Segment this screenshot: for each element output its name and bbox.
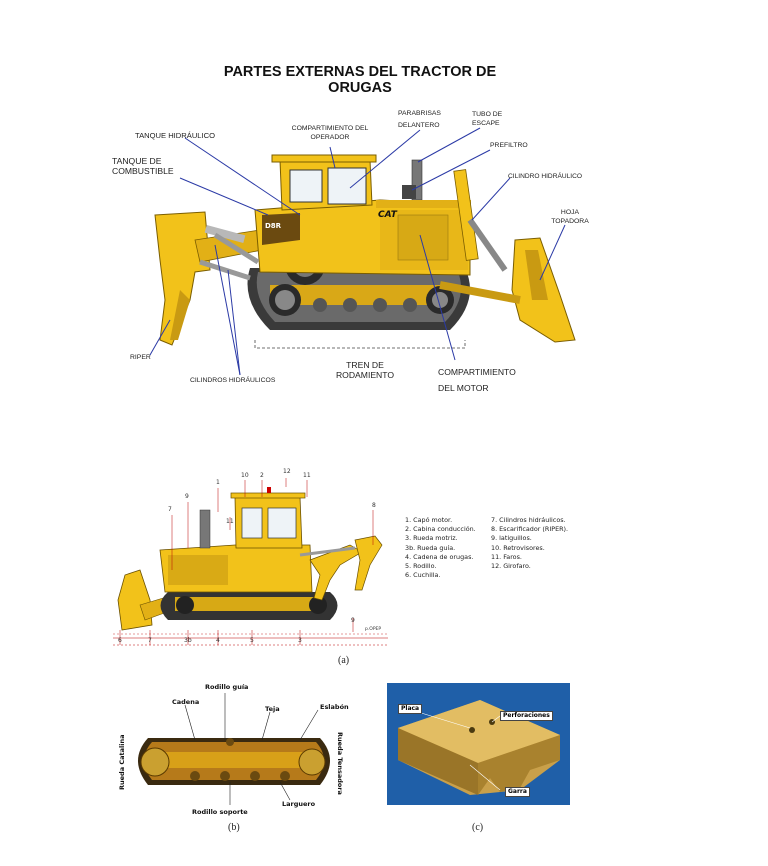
label-rodillo-guia: Rodillo guía (205, 683, 249, 691)
label-rodillo-soporte: Rodillo soporte (192, 808, 248, 816)
callout-3: 3 (298, 637, 302, 644)
label-tubo-escape-line1: TUBO DE (472, 111, 503, 118)
legend-item: 9. latiguillos. (491, 534, 532, 543)
label-compartimiento-operador-line1: COMPARTIMIENTO DEL (291, 125, 369, 132)
label-parabrisas: PARABRISAS DELANTERO (398, 108, 441, 132)
ripper-shape (154, 211, 263, 346)
legend-item: 3. Rueda motriz. (405, 534, 458, 543)
callout-11-left: 11 (226, 518, 234, 525)
callout-6: 6 (118, 637, 122, 644)
label-hoja-topadora: HOJA TOPADORA (550, 208, 590, 226)
callout-9: 9 (185, 493, 189, 500)
callout-5: 5 (250, 637, 254, 644)
label-comp-motor-line1: COMPARTIMIENTO (438, 367, 516, 377)
page-title: PARTES EXTERNAS DEL TRACTOR DE ORUGAS (200, 64, 520, 96)
callout-4: 4 (216, 637, 220, 644)
label-parabrisas-line1: PARABRISAS (398, 110, 441, 117)
legend-item: 5. Rodillo. (405, 562, 437, 571)
label-tanque-hidraulico: TANQUE HIDRÁULICO (135, 131, 216, 140)
label-riper: RIPER (130, 354, 151, 361)
label-teja: Teja (265, 705, 280, 713)
legend-item: 1. Capó motor. (405, 516, 453, 524)
legend-item: 6. Cuchilla. (405, 571, 441, 580)
callout-7-bottom: 7 (148, 637, 152, 644)
label-tanque-combustible-line2: COMBUSTIBLE (112, 166, 174, 176)
callout-12: 12 (283, 468, 291, 475)
label-garra: Garra (505, 787, 530, 797)
label-tren-line2: RODAMIENTO (335, 370, 395, 380)
callout-7-left: 7 (168, 506, 172, 513)
title-line-1: PARTES EXTERNAS DEL TRACTOR DE (223, 64, 497, 80)
track-bracket (254, 340, 466, 349)
legend-item: 11. Faros. (491, 552, 522, 561)
tractor-body-shape (254, 154, 471, 276)
figure-b-drawing (138, 738, 330, 785)
leader-lines (149, 127, 566, 376)
callout-2: 2 (260, 472, 264, 479)
label-perforaciones: Perforaciones (500, 711, 553, 721)
legend-item: 12. Girofaro. (491, 562, 531, 571)
figure-a-drawing (113, 487, 388, 639)
legend-item: 2. Cabina conducción. (405, 525, 476, 534)
label-eslabon: Eslabón (320, 703, 349, 711)
track-shape (247, 268, 470, 330)
label-compartimiento-operador-line2: OPERADOR (310, 134, 350, 141)
figure-c-drawing (387, 683, 570, 805)
figure-a-legend-left: 1. Capó motor. 2. Cabina conducción. 3. … (405, 516, 476, 580)
label-tren-line1: TREN DE (346, 360, 384, 370)
label-tren-rodamiento: TREN DE RODAMIENTO (320, 360, 410, 380)
label-compartimiento-operador: COMPARTIMIENTO DEL OPERADOR (282, 124, 378, 142)
title-line-2: ORUGAS (328, 80, 392, 96)
label-compartimiento-motor: COMPARTIMIENTO DEL MOTOR (438, 364, 516, 396)
brand-badge: CAT (378, 210, 397, 220)
label-tubo-escape: TUBO DE ESCAPE (472, 110, 502, 128)
model-badge: D8R (265, 222, 282, 230)
figure-a-callout-lines (113, 478, 388, 646)
legend-item: 7. Cilindros hidráulicos. (491, 516, 566, 524)
label-cilindro-hidraulico: CILINDRO HIDRÁULICO (508, 173, 583, 180)
figure-c-lines (417, 711, 501, 791)
label-tubo-escape-line2: ESCAPE (472, 120, 500, 127)
figure-b-caption: (b) (228, 822, 240, 833)
label-comp-motor-line2: DEL MOTOR (438, 383, 489, 393)
label-placa: Placa (398, 704, 423, 714)
label-hoja-topadora-line1: HOJA (560, 209, 580, 216)
legend-item: 3b. Rueda guía. (405, 543, 456, 552)
label-cilindros-hidraulicos: CILINDROS HIDRÁULICOS (190, 377, 276, 384)
label-tanque-combustible: TANQUE DE COMBUSTIBLE (112, 156, 174, 176)
label-larguero: Larguero (282, 800, 316, 808)
callout-1: 1 (216, 479, 220, 486)
callout-3b: 3b (184, 637, 192, 644)
legend-item: 8. Escarificador (RIPER). (491, 525, 569, 534)
label-cadena: Cadena (172, 698, 200, 706)
figure-b-lines (184, 693, 319, 805)
label-hoja-topadora-line2: TOPADORA (551, 218, 589, 225)
figure-a-credit: p.OPEP (365, 627, 382, 632)
ripper-cylinder-shape (213, 232, 260, 265)
blade-shape (439, 169, 576, 343)
figure-a-caption: (a) (338, 655, 350, 666)
label-rueda-tensadora: Rueda Tensadora (336, 732, 344, 795)
callout-8: 8 (372, 502, 376, 509)
figure-a-legend-right: 7. Cilindros hidráulicos. 8. Escarificad… (491, 516, 568, 571)
label-rueda-catalina: Rueda Catalina (118, 734, 126, 790)
callout-9-right: 9 (351, 617, 355, 624)
legend-item: 4. Cadena de orugas. (405, 552, 474, 561)
label-prefiltro: PREFILTRO (490, 142, 528, 149)
label-tanque-combustible-line1: TANQUE DE (112, 156, 162, 166)
callout-11-top: 11 (303, 472, 311, 479)
figure-c-caption: (c) (472, 822, 484, 833)
legend-item: 10. Retrovisores. (491, 543, 545, 552)
label-parabrisas-line2: DELANTERO (398, 122, 440, 129)
callout-10: 10 (241, 472, 249, 479)
